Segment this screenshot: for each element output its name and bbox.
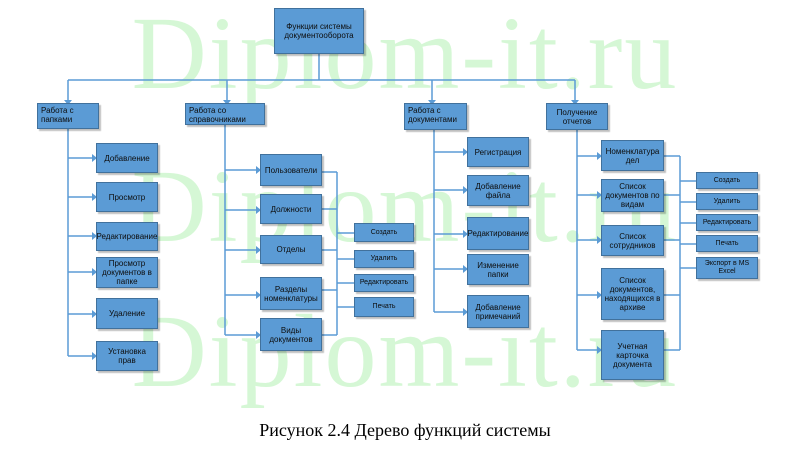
folders-permissions: Установка прав [96, 341, 158, 371]
reports-docs-by-type: Список документов по видам [601, 179, 664, 212]
refs-users: Пользователи [260, 154, 322, 186]
reports-nomenclature: Номенклатура дел [601, 140, 664, 171]
root-node: Функции системы документооборота [274, 8, 364, 54]
docs-edit: Редактирование [467, 217, 529, 250]
folders-view-docs: Просмотр документов в папке [96, 257, 158, 288]
reports-action-edit: Редактировать [696, 214, 758, 231]
reports-action-delete: Удалить [696, 193, 758, 210]
reports-action-export-excel: Экспорт в MS Excel [696, 257, 758, 279]
refs-action-print: Печать [354, 297, 414, 317]
group-folders: Работа с папками [37, 103, 99, 129]
refs-nomenclature-sections: Разделы номенклатуры [260, 277, 322, 310]
reports-action-create: Создать [696, 172, 758, 189]
reports-action-print: Печать [696, 235, 758, 252]
docs-add-notes: Добавление примечаний [467, 295, 529, 328]
folders-delete: Удаление [96, 298, 158, 329]
reports-archive-docs: Список документов, находящихся в архиве [601, 268, 664, 320]
docs-add-file: Добавление файла [467, 175, 529, 206]
folders-add: Добавление [96, 143, 158, 173]
reports-employees: Список сотрудников [601, 225, 664, 256]
refs-action-delete: Удалить [354, 250, 414, 268]
refs-positions: Должности [260, 194, 322, 224]
refs-action-create: Создать [354, 223, 414, 242]
folders-view: Просмотр [96, 182, 158, 212]
refs-document-types: Виды документов [260, 318, 322, 351]
watermark-1: Diplom-it.ru [131, 0, 679, 111]
reports-registration-card: Учетная карточка документа [601, 330, 664, 380]
refs-action-edit: Редактировать [354, 274, 414, 292]
figure-caption: Рисунок 2.4 Дерево функций системы [259, 420, 551, 440]
docs-registration: Регистрация [467, 137, 529, 167]
folders-edit: Редактирование [96, 222, 158, 251]
docs-change-folder: Изменение папки [467, 254, 529, 285]
group-references: Работа со справочниками [185, 103, 265, 125]
group-reports: Получение отчетов [546, 103, 608, 130]
group-documents: Работа с документами [404, 103, 467, 130]
refs-departments: Отделы [260, 235, 322, 264]
